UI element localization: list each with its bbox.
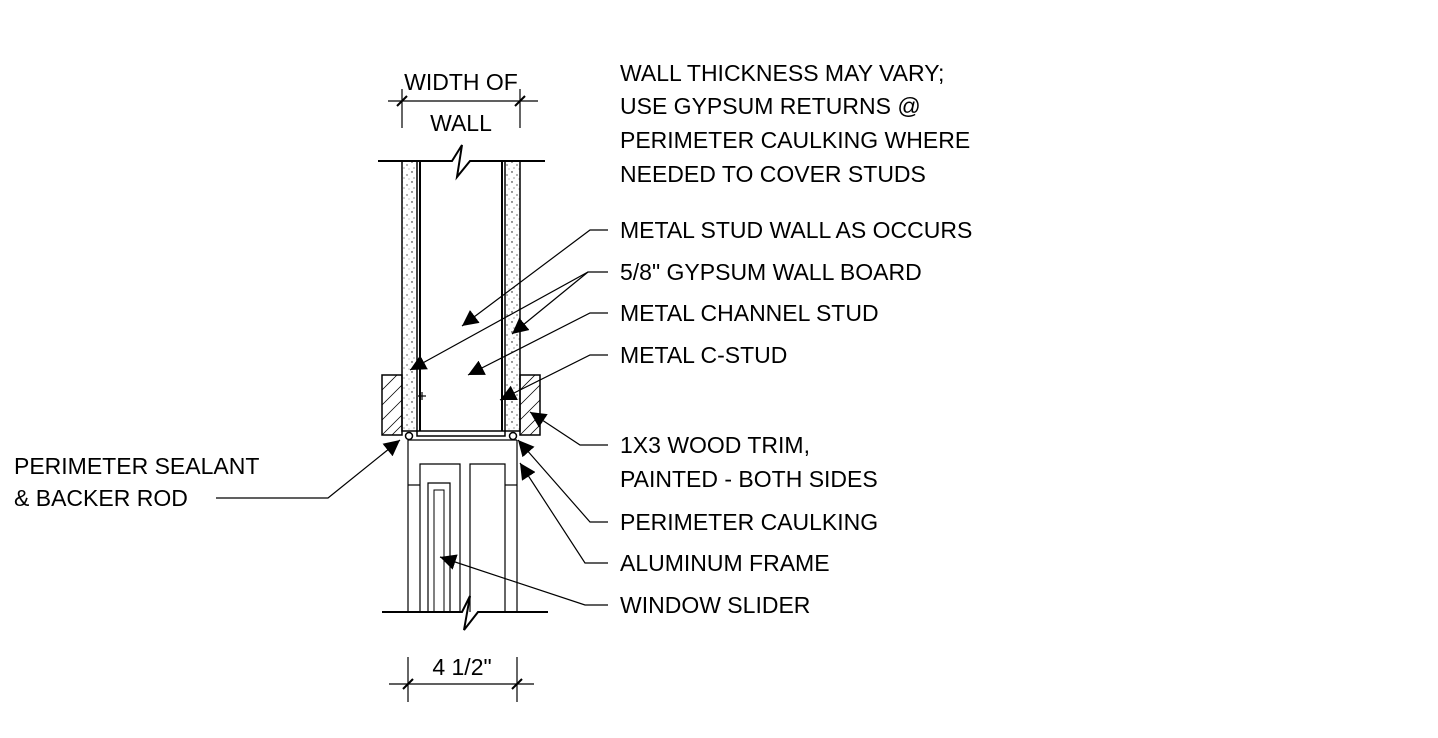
leader-window-slider [439, 554, 608, 606]
top-dimension: WIDTH OF WALL [388, 69, 538, 136]
gypsum-board-right [504, 160, 521, 432]
label-wood-trim-2: PAINTED - BOTH SIDES [620, 466, 878, 492]
label-perimeter-sealant-1: PERIMETER SEALANT [14, 453, 259, 479]
leader-wood-trim [529, 411, 608, 446]
bottom-break-line [382, 595, 548, 631]
top-dimension-line-2: WALL [430, 110, 492, 136]
wood-trim-right [519, 374, 541, 436]
leader-perimeter-caulking [517, 439, 608, 523]
leader-channel-stud [467, 312, 608, 376]
label-perimeter-sealant-2: & BACKER ROD [14, 485, 188, 511]
leader-aluminum-frame [519, 462, 608, 564]
aluminum-frame [407, 439, 518, 612]
note-line-2: USE GYPSUM RETURNS @ [620, 93, 921, 119]
label-aluminum-frame: ALUMINUM FRAME [620, 550, 830, 576]
label-wood-trim-1: 1X3 WOOD TRIM, [620, 432, 810, 458]
label-perimeter-caulking: PERIMETER CAULKING [620, 509, 878, 535]
leader-c-stud [499, 354, 608, 401]
leader-metal-stud-wall [461, 229, 608, 327]
label-metal-stud-wall: METAL STUD WALL AS OCCURS [620, 217, 972, 243]
leader-perimeter-sealant [216, 439, 401, 499]
leader-gypsum-right [511, 271, 589, 335]
bottom-dimension-label: 4 1/2" [432, 654, 491, 680]
label-channel-stud: METAL CHANNEL STUD [620, 300, 879, 326]
top-dimension-line-1: WIDTH OF [404, 69, 518, 95]
wall-thickness-note: WALL THICKNESS MAY VARY; USE GYPSUM RETU… [620, 60, 970, 187]
wood-trim-left [381, 374, 403, 436]
caulk-bead-left [404, 431, 414, 441]
label-gypsum-board: 5/8" GYPSUM WALL BOARD [620, 259, 922, 285]
caulk-bead-right [508, 431, 518, 441]
window-slider [419, 463, 506, 613]
note-line-4: NEEDED TO COVER STUDS [620, 161, 926, 187]
leaders [216, 229, 608, 606]
label-window-slider: WINDOW SLIDER [620, 592, 810, 618]
note-line-1: WALL THICKNESS MAY VARY; [620, 60, 944, 86]
note-line-3: PERIMETER CAULKING WHERE [620, 127, 970, 153]
label-c-stud: METAL C-STUD [620, 342, 787, 368]
gypsum-board-left [401, 160, 418, 432]
top-break-line [378, 144, 545, 181]
bottom-dimension: 4 1/2" [389, 654, 534, 702]
channel-stud-base [416, 430, 506, 437]
